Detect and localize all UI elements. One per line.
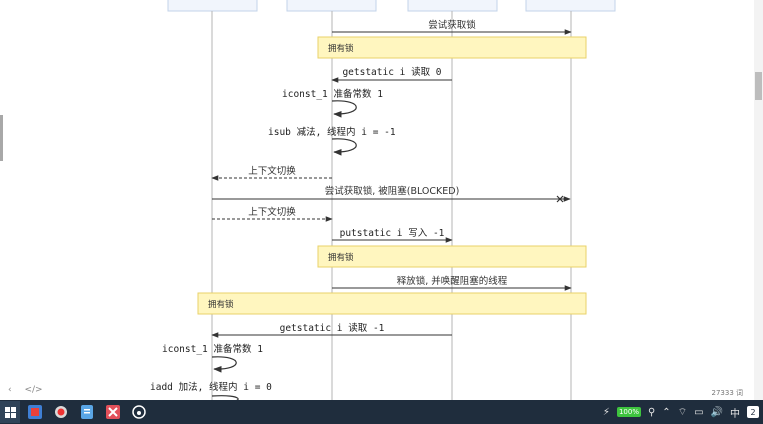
message-label: 尝试获取锁, 被阻塞(BLOCKED): [325, 185, 460, 197]
message-label: putstatic i 写入 -1: [340, 228, 445, 239]
chevron-up-icon[interactable]: ⌃: [662, 406, 671, 418]
sequence-diagram: 尝试获取锁 拥有锁 getstatic i 读取 0 iconst_1 准备常数…: [150, 0, 616, 400]
self-arrow: [331, 100, 357, 118]
editor-status-left: ‹ </>: [8, 385, 53, 395]
message-label: 尝试获取锁: [428, 19, 476, 31]
self-arrow: [211, 395, 239, 400]
battery-icon[interactable]: ▭: [694, 406, 704, 418]
notes-icon[interactable]: [76, 401, 98, 423]
self-arrow: [331, 138, 357, 156]
back-icon[interactable]: ‹: [8, 385, 12, 395]
note-label: 拥有锁: [208, 299, 234, 310]
note-label: 拥有锁: [328, 252, 354, 263]
taskbar: ⚡ 100% ⚲ ⌃ ⌔ ▭ 🔊 中 2: [0, 400, 763, 424]
ime-icon[interactable]: 中: [730, 408, 740, 420]
participant-box-4: [525, 0, 616, 12]
system-tray: ⚡ 100% ⚲ ⌃ ⌔ ▭ 🔊 中 2: [603, 400, 759, 424]
power-icon[interactable]: ⚡: [602, 406, 610, 418]
participant-box-2: [286, 0, 377, 12]
note-label: 拥有锁: [328, 43, 354, 54]
volume-icon[interactable]: 🔊: [710, 406, 723, 418]
message-label: iconst_1 准备常数 1: [162, 343, 263, 355]
xmind-icon[interactable]: [102, 401, 124, 423]
people-icon[interactable]: ⚲: [647, 406, 656, 418]
message-label: getstatic i 读取 0: [342, 66, 441, 78]
code-icon[interactable]: </>: [24, 385, 43, 395]
wifi-icon[interactable]: ⌔: [677, 406, 688, 418]
participant-box-3: [407, 0, 498, 12]
self-arrow: [211, 356, 237, 373]
vertical-scrollbar[interactable]: [754, 0, 763, 400]
blocked-cross-icon: [556, 195, 564, 203]
message-label: getstatic i 读取 -1: [280, 322, 385, 334]
note-box: [317, 36, 587, 59]
note-box: [197, 292, 587, 315]
message-label: 上下文切换: [248, 206, 296, 218]
message-label: isub 减法, 线程内 i = -1: [268, 126, 396, 138]
word-count: 27333 词: [711, 389, 744, 397]
record-icon[interactable]: [50, 401, 72, 423]
message-label: 上下文切换: [248, 165, 296, 177]
participant-box-1: [167, 0, 258, 12]
battery-indicator[interactable]: 100%: [616, 407, 641, 417]
message-label: iconst_1 准备常数 1: [282, 88, 383, 100]
intellij-icon[interactable]: [24, 401, 46, 423]
scrollbar-thumb[interactable]: [755, 72, 762, 100]
message-label: 释放锁, 并唤醒阻塞的线程: [397, 275, 508, 287]
editor-gutter-marker: [0, 115, 3, 161]
windows-start-icon[interactable]: [0, 401, 20, 423]
note-box: [317, 245, 587, 268]
typora-icon[interactable]: [128, 401, 150, 423]
notification-icon[interactable]: 2: [747, 406, 759, 418]
message-label: iadd 加法, 线程内 i = 0: [150, 381, 272, 393]
